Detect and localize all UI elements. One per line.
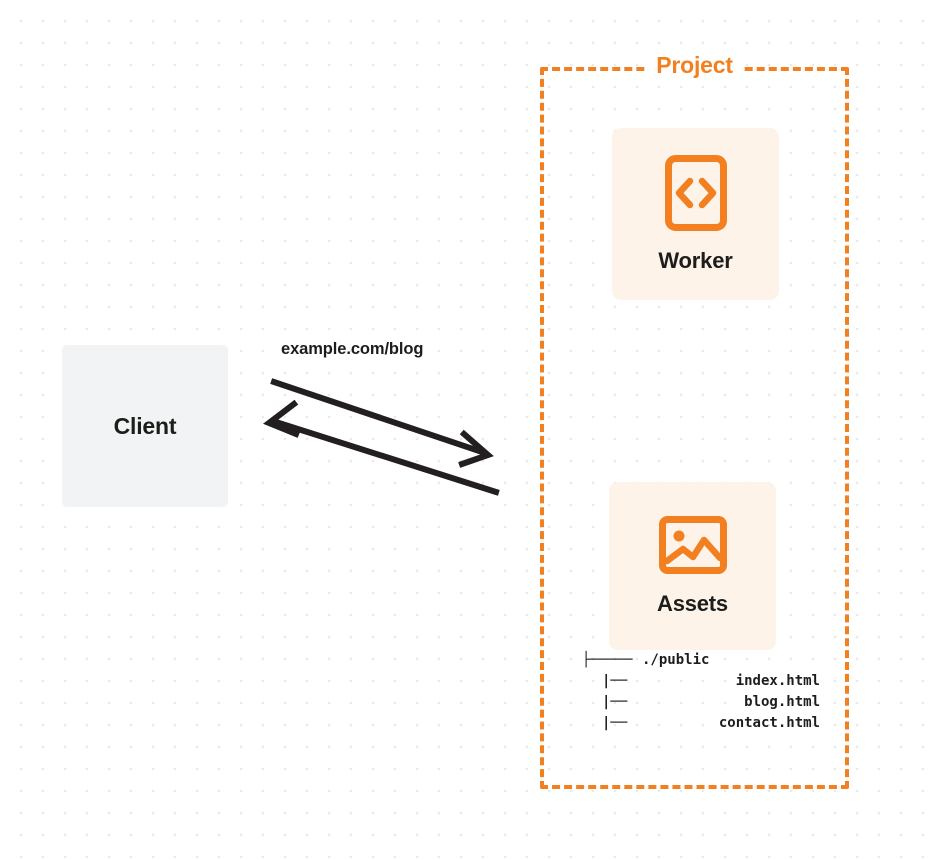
tree-branch-glyph: |── (602, 715, 628, 731)
client-label: Client (113, 412, 177, 439)
file-tree-row: ├───── ./public (582, 650, 828, 671)
tree-file-name: index.html (735, 673, 820, 689)
tree-file-name: contact.html (718, 715, 820, 731)
client-node[interactable]: Client (62, 345, 228, 507)
tree-file-name: ./public (642, 652, 710, 668)
tree-file-name: blog.html (744, 694, 820, 710)
response-arrow (262, 399, 500, 496)
connection-label: example.com/blog (281, 340, 424, 358)
tree-branch-glyph: |── (602, 694, 628, 710)
code-brackets-icon (664, 154, 727, 231)
tree-branch-glyph: ├───── (582, 652, 633, 668)
tree-branch-glyph: |── (602, 673, 628, 689)
project-title: Project (647, 52, 742, 79)
request-arrow (270, 378, 494, 468)
image-icon (658, 515, 727, 574)
assets-node[interactable]: Assets (609, 482, 776, 650)
file-tree-row: |── blog.html (582, 692, 828, 713)
assets-label: Assets (657, 590, 728, 616)
worker-label: Worker (658, 247, 733, 273)
asset-file-tree: ├───── ./public |── index.html |── blog.… (582, 650, 828, 734)
worker-node[interactable]: Worker (612, 128, 779, 300)
file-tree-row: |── contact.html (582, 713, 828, 734)
project-container: Project Worker Assets ├───── ./public (540, 52, 849, 789)
connection-arrows (262, 378, 500, 496)
file-tree-row: |── index.html (582, 671, 828, 692)
